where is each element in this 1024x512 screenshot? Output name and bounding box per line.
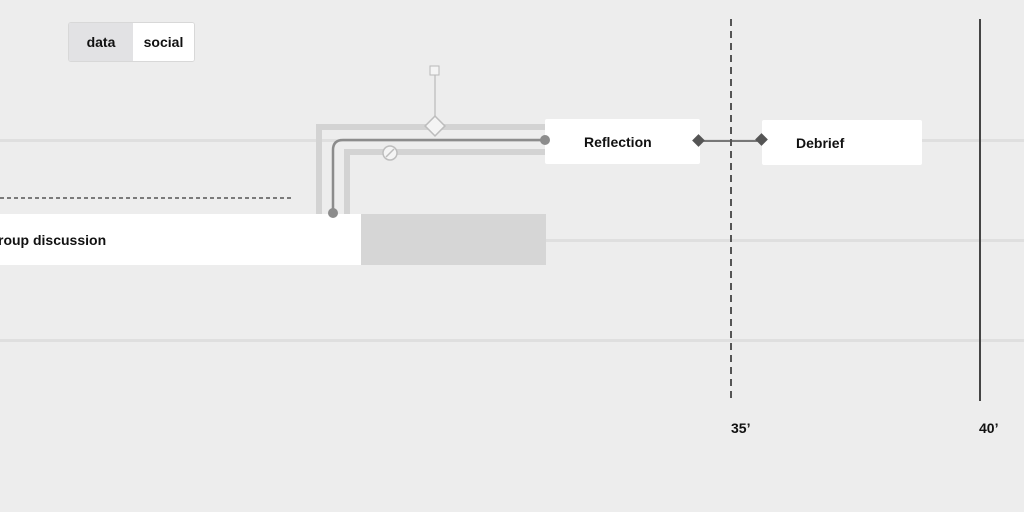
time-marker-40-label: 40’	[979, 420, 999, 436]
activity-card-reflection[interactable]: Reflection	[545, 119, 700, 164]
connector-bundle-inner	[344, 149, 545, 214]
time-marker-35-label: 35’	[731, 420, 751, 436]
dot-icon	[540, 135, 550, 145]
activity-ghost-block	[361, 214, 546, 265]
toggle-social-option[interactable]: social	[133, 23, 194, 61]
diamond-handle-icon	[755, 133, 768, 146]
no-entry-slash	[385, 148, 395, 158]
activity-card-group-discussion[interactable]: roup discussion	[0, 214, 361, 265]
connector-bundle-outer	[316, 124, 545, 214]
small-square-icon	[429, 65, 440, 76]
activity-label: roup discussion	[0, 231, 107, 248]
view-toggle: data social	[68, 22, 195, 62]
toggle-data-option[interactable]: data	[69, 23, 133, 61]
activity-card-debrief[interactable]: Debrief	[762, 120, 922, 165]
diamond-handle-icon	[692, 134, 705, 147]
diamond-icon	[424, 115, 446, 137]
activity-label: Reflection	[584, 133, 652, 150]
lane-divider-3	[0, 339, 1024, 342]
activity-label: Debrief	[796, 134, 845, 151]
dot-icon	[328, 208, 338, 218]
connector-group-to-reflection	[331, 138, 545, 214]
